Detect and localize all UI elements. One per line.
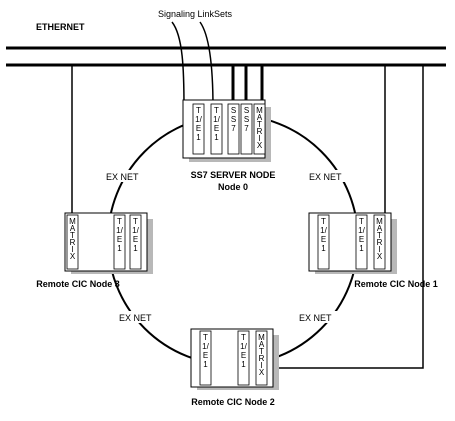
signaling-linksets-label: Signaling LinkSets bbox=[158, 9, 233, 19]
ethernet-label: ETHERNET bbox=[36, 22, 85, 32]
server-node-subtitle: Node 0 bbox=[218, 182, 248, 192]
signaling-link-2 bbox=[199, 21, 214, 109]
extnet-label-bottom-right: EX NET bbox=[299, 313, 332, 323]
signaling-link-1 bbox=[171, 21, 185, 109]
node1-title: Remote CIC Node 1 bbox=[354, 279, 438, 289]
node3-title: Remote CIC Node 3 bbox=[36, 279, 120, 289]
extnet-label-bottom-left: EX NET bbox=[119, 313, 152, 323]
node2-title: Remote CIC Node 2 bbox=[191, 397, 275, 407]
drop-node2 bbox=[273, 65, 424, 369]
extnet-label-top-left: EX NET bbox=[106, 172, 139, 182]
server-node-title: SS7 SERVER NODE bbox=[191, 170, 276, 180]
extnet-label-top-right: EX NET bbox=[309, 172, 342, 182]
